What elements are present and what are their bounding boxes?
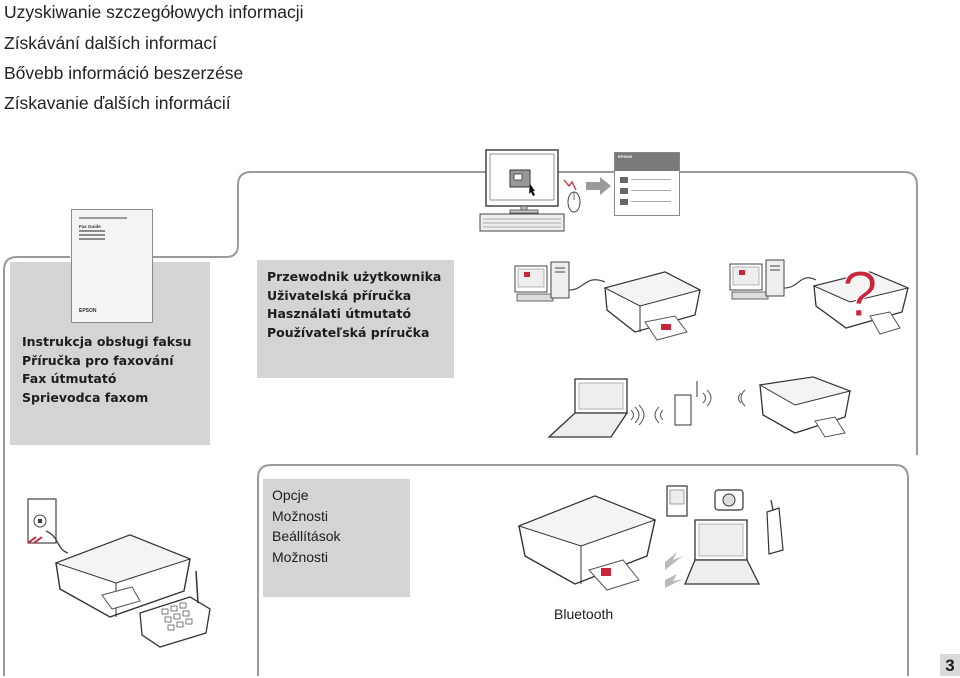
web-guide-brand: EPSON bbox=[618, 154, 633, 159]
user-guide-text: Przewodnik użytkownika Uživatelská příru… bbox=[267, 268, 441, 342]
title-polish: Uzyskiwanie szczegółowych informacji bbox=[4, 2, 304, 22]
booklet-label: Fax Guide bbox=[79, 224, 101, 229]
booklet-brand: EPSON bbox=[79, 308, 97, 314]
user-guide-line-pl: Przewodnik użytkownika bbox=[267, 269, 442, 284]
options-text: Opcje Možnosti Beállítások Možnosti bbox=[272, 485, 340, 567]
fax-guide-text: Instrukcja obsługi faksu Příručka pro fa… bbox=[22, 333, 191, 407]
user-guide-panel bbox=[257, 260, 454, 378]
options-line-pl: Opcje bbox=[272, 487, 309, 503]
page-number: 3 bbox=[940, 654, 960, 676]
fax-guide-line-hu: Fax útmutató bbox=[22, 371, 117, 386]
bluetooth-devices-illustration bbox=[517, 485, 784, 591]
fax-guide-line-pl: Instrukcja obsługi faksu bbox=[22, 334, 192, 349]
booklet-rule bbox=[79, 217, 127, 219]
title-czech: Získávání dalších informací bbox=[4, 33, 217, 53]
usb-connection-illustration bbox=[514, 261, 702, 341]
fax-guide-line-cz: Příručka pro faxování bbox=[22, 352, 174, 368]
computer-illustration bbox=[479, 149, 581, 232]
arrow-icon bbox=[586, 177, 611, 195]
fax-guide-booklet: Fax Guide EPSON bbox=[71, 209, 153, 323]
fax-connection-illustration bbox=[27, 498, 211, 648]
svg-text:?: ? bbox=[842, 258, 878, 330]
web-guide-header bbox=[615, 153, 679, 171]
title-slovak: Získavanie ďalších informácií bbox=[4, 93, 231, 113]
user-guide-line-sk: Používateľská príručka bbox=[267, 324, 430, 340]
title-hungarian: Bővebb információ beszerzése bbox=[4, 63, 244, 83]
options-line-hu: Beállítások bbox=[272, 528, 341, 544]
user-guide-line-hu: Használati útmutató bbox=[267, 306, 412, 321]
usb-troubleshoot-illustration: ? bbox=[729, 258, 910, 335]
options-panel bbox=[263, 479, 410, 597]
bluetooth-label: Bluetooth bbox=[554, 606, 614, 622]
fax-guide-line-sk: Sprievodca faxom bbox=[22, 389, 149, 405]
options-line-sk: Možnosti bbox=[272, 548, 329, 565]
web-guide-screen: EPSON bbox=[614, 152, 680, 216]
options-line-cz: Možnosti bbox=[272, 507, 329, 524]
user-guide-line-cz: Uživatelská příručka bbox=[267, 287, 412, 303]
wireless-connection-illustration bbox=[547, 376, 852, 438]
